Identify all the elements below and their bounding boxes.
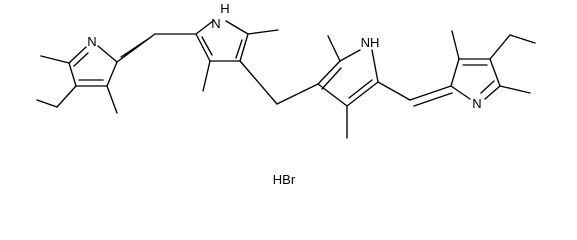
methyl-bond	[451, 30, 460, 60]
ring-c-nh-label: NH	[361, 35, 380, 50]
bond	[489, 58, 501, 87]
bond	[276, 83, 319, 105]
ring-a-nitrogen-label: N	[87, 34, 96, 49]
bond	[377, 81, 411, 101]
hydrobromide-salt-label: HBr	[273, 172, 296, 187]
bond	[484, 85, 501, 100]
ring-a-bonds	[36, 45, 118, 114]
ring-b-nh-hydrogen-label: H	[220, 1, 229, 16]
bond	[106, 61, 118, 87]
bond	[413, 92, 453, 107]
bond	[409, 85, 452, 101]
chemical-structure: N H N NH N HBr	[36, 1, 536, 187]
methyl-bond	[327, 35, 341, 62]
methyl-bond	[106, 85, 118, 114]
bond	[97, 45, 118, 63]
ring-b-nitrogen-label: N	[211, 16, 220, 31]
ethyl-bond	[56, 85, 77, 108]
ring-b-bonds	[195, 20, 279, 105]
bond	[195, 33, 211, 62]
ethyl-bond	[36, 99, 58, 108]
bond	[73, 52, 89, 67]
bond	[225, 20, 249, 35]
methyl-bond	[40, 55, 70, 64]
methylene-bond	[239, 60, 278, 105]
bond	[450, 58, 460, 87]
bond	[450, 85, 471, 100]
bond	[120, 36, 152, 58]
bond	[68, 62, 77, 87]
bond	[68, 46, 87, 64]
methyl-bond	[202, 60, 211, 92]
ethyl-bond	[509, 34, 536, 44]
ring-c-bonds	[276, 35, 379, 139]
bond	[371, 49, 379, 83]
bond	[317, 60, 341, 85]
bond	[346, 81, 379, 107]
bond	[480, 80, 495, 94]
ring-d-nitrogen-label: N	[472, 96, 481, 111]
bond	[195, 20, 214, 35]
bond	[339, 49, 361, 62]
methyl-bond	[247, 29, 279, 35]
methine-bridge-left	[116, 33, 197, 63]
bond	[321, 67, 342, 90]
methyl-bond	[499, 85, 531, 94]
bond	[235, 39, 243, 59]
bond	[201, 36, 213, 56]
ring-d-bonds	[450, 30, 536, 100]
methine-bridge-right	[377, 81, 453, 107]
bond	[239, 33, 249, 62]
bond	[317, 83, 348, 107]
ethyl-bond	[489, 34, 511, 60]
bond	[348, 79, 373, 99]
